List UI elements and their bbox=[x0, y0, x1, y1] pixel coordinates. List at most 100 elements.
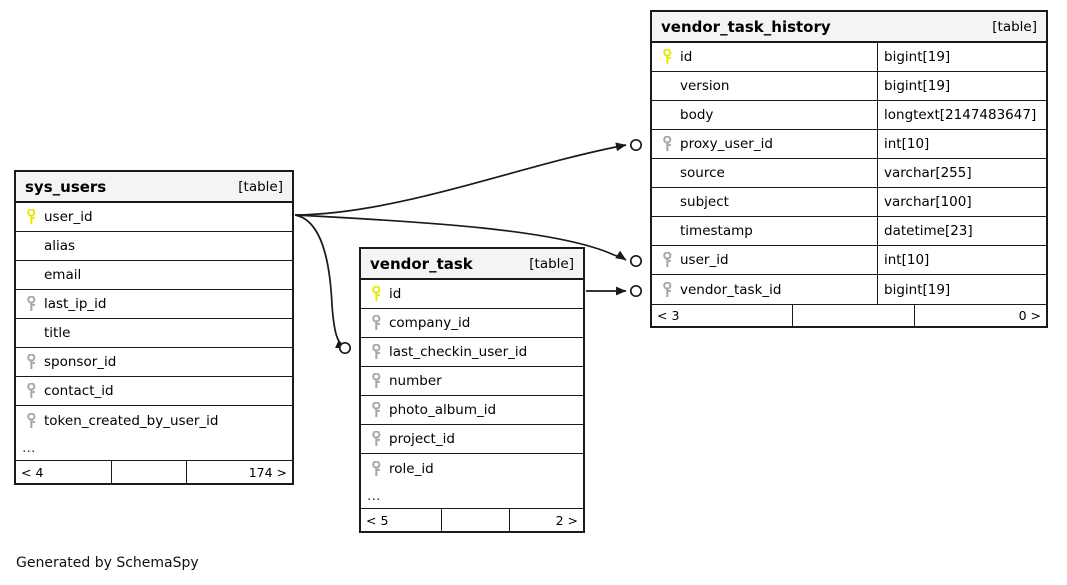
column-name: timestamp bbox=[680, 223, 753, 239]
table-row[interactable]: proxy_user_id int[10] bbox=[652, 130, 1046, 159]
column-name: email bbox=[44, 267, 82, 283]
table-row[interactable]: last_ip_id bbox=[16, 290, 292, 319]
table-title: vendor_task bbox=[370, 254, 473, 273]
table-row[interactable]: company_id bbox=[361, 309, 583, 338]
no-key-icon bbox=[22, 232, 42, 260]
parent-relationship-count[interactable]: < 4 bbox=[21, 464, 44, 480]
table-row[interactable]: contact_id bbox=[16, 377, 292, 406]
table-row[interactable]: source varchar[255] bbox=[652, 159, 1046, 188]
column-name: role_id bbox=[389, 460, 434, 477]
no-key-icon bbox=[658, 72, 678, 100]
column-name: title bbox=[44, 325, 71, 341]
no-key-icon bbox=[658, 217, 678, 245]
table-row[interactable]: user_id bbox=[16, 203, 292, 232]
table-row[interactable]: user_id int[10] bbox=[652, 246, 1046, 275]
table-row[interactable]: email bbox=[16, 261, 292, 290]
child-relationship-count[interactable]: 0 > bbox=[914, 305, 1046, 326]
no-key-icon bbox=[658, 159, 678, 187]
column-name: project_id bbox=[389, 431, 455, 447]
schemaspy-credit: Generated by SchemaSpy bbox=[16, 555, 199, 571]
child-relationship-count[interactable]: 174 > bbox=[186, 461, 292, 483]
table-row[interactable]: body longtext[2147483647] bbox=[652, 101, 1046, 130]
table-row[interactable]: vendor_task_id bigint[19] bbox=[652, 275, 1046, 304]
foreign-key-icon bbox=[367, 396, 387, 424]
column-name: photo_album_id bbox=[389, 402, 497, 418]
column-name: user_id bbox=[680, 252, 729, 268]
table-title: sys_users bbox=[25, 177, 107, 196]
more-columns-indicator: … bbox=[361, 483, 583, 509]
foreign-key-icon bbox=[658, 130, 678, 158]
table-footer-sys_users: < 4 174 > bbox=[16, 461, 292, 483]
column-type: bigint[19] bbox=[877, 72, 1046, 100]
footer-middle-cell bbox=[441, 509, 509, 531]
column-type: varchar[255] bbox=[877, 159, 1046, 187]
foreign-key-icon bbox=[367, 367, 387, 395]
column-type: bigint[19] bbox=[877, 43, 1046, 71]
column-name: source bbox=[680, 165, 725, 181]
column-name: proxy_user_id bbox=[680, 136, 773, 152]
table-row[interactable]: sponsor_id bbox=[16, 348, 292, 377]
column-name: body bbox=[680, 107, 714, 123]
child-relationship-count[interactable]: 2 > bbox=[509, 509, 583, 531]
no-key-icon bbox=[22, 319, 42, 347]
table-kind-label: [table] bbox=[992, 18, 1037, 35]
column-type: datetime[23] bbox=[877, 217, 1046, 245]
column-type: varchar[100] bbox=[877, 188, 1046, 216]
parent-relationship-count[interactable]: < 3 bbox=[657, 308, 680, 323]
foreign-key-icon bbox=[22, 377, 42, 405]
column-name: id bbox=[680, 49, 693, 65]
edge-sys_users-to-vendor_task-last_checkin_user_id bbox=[294, 214, 352, 355]
table-row[interactable]: title bbox=[16, 319, 292, 348]
foreign-key-icon bbox=[367, 338, 387, 366]
table-vendor_task[interactable]: vendor_task [table] id company_id last_c… bbox=[359, 247, 585, 533]
column-name: last_checkin_user_id bbox=[389, 344, 528, 360]
table-row[interactable]: token_created_by_user_id bbox=[16, 406, 292, 435]
table-header-vendor_task_history: vendor_task_history [table] bbox=[652, 12, 1046, 43]
column-name: version bbox=[680, 78, 730, 94]
table-header-sys_users: sys_users [table] bbox=[16, 172, 292, 203]
column-list-vendor_task: id company_id last_checkin_user_id numbe… bbox=[361, 280, 583, 483]
more-columns-indicator: … bbox=[16, 435, 292, 461]
table-row[interactable]: timestamp datetime[23] bbox=[652, 217, 1046, 246]
table-row[interactable]: number bbox=[361, 367, 583, 396]
no-key-icon bbox=[658, 188, 678, 216]
table-row[interactable]: version bigint[19] bbox=[652, 72, 1046, 101]
column-list-vendor_task_history: id bigint[19] version bigint[19] body lo… bbox=[652, 43, 1046, 304]
foreign-key-icon bbox=[22, 348, 42, 376]
column-name: alias bbox=[44, 238, 76, 254]
column-name: contact_id bbox=[44, 383, 114, 399]
edge-vendor_task-to-vendor_task_history-vendor_task_id bbox=[586, 284, 643, 298]
column-name: token_created_by_user_id bbox=[44, 412, 219, 429]
table-footer-vendor_task: < 5 2 > bbox=[361, 509, 583, 531]
no-key-icon bbox=[22, 261, 42, 289]
table-footer-vendor_task_history: < 3 0 > bbox=[652, 304, 1046, 326]
column-type: int[10] bbox=[877, 130, 1046, 158]
no-key-icon bbox=[658, 101, 678, 129]
parent-relationship-count[interactable]: < 5 bbox=[366, 512, 389, 528]
foreign-key-icon bbox=[367, 454, 387, 483]
foreign-key-icon bbox=[367, 309, 387, 337]
table-row[interactable]: id bbox=[361, 280, 583, 309]
table-title: vendor_task_history bbox=[661, 17, 831, 36]
primary-key-icon bbox=[658, 43, 678, 71]
foreign-key-icon bbox=[658, 275, 678, 304]
table-row[interactable]: subject varchar[100] bbox=[652, 188, 1046, 217]
column-name: company_id bbox=[389, 315, 471, 331]
column-name: last_ip_id bbox=[44, 296, 107, 312]
column-name: user_id bbox=[44, 209, 93, 225]
table-row[interactable]: role_id bbox=[361, 454, 583, 483]
table-kind-label: [table] bbox=[529, 255, 574, 272]
table-row[interactable]: id bigint[19] bbox=[652, 43, 1046, 72]
table-row[interactable]: project_id bbox=[361, 425, 583, 454]
foreign-key-icon bbox=[658, 246, 678, 274]
table-vendor_task_history[interactable]: vendor_task_history [table] id bigint[19… bbox=[650, 10, 1048, 328]
column-type: longtext[2147483647] bbox=[877, 101, 1046, 129]
table-row[interactable]: last_checkin_user_id bbox=[361, 338, 583, 367]
table-sys_users[interactable]: sys_users [table] user_id alias email bbox=[14, 170, 294, 485]
column-type: int[10] bbox=[877, 246, 1046, 274]
primary-key-icon bbox=[367, 280, 387, 308]
column-name: subject bbox=[680, 194, 729, 210]
primary-key-icon bbox=[22, 203, 42, 231]
table-row[interactable]: photo_album_id bbox=[361, 396, 583, 425]
table-row[interactable]: alias bbox=[16, 232, 292, 261]
